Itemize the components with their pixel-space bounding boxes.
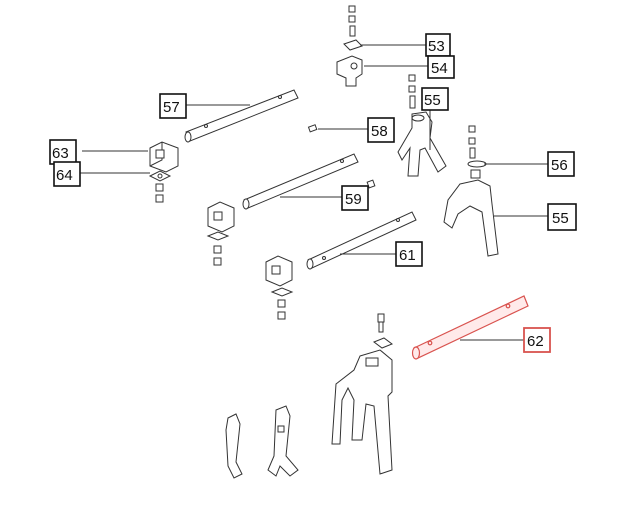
part-block-left-mid[interactable] — [206, 201, 235, 266]
callout-label: 53 — [428, 38, 445, 55]
part-bracket-54[interactable] — [336, 55, 363, 87]
callout-label: 56 — [551, 157, 568, 174]
callout-label: 58 — [371, 123, 388, 140]
leader-lines — [80, 44, 548, 341]
part-fork-55-lower[interactable] — [443, 125, 499, 257]
callout-61[interactable]: 61 — [395, 241, 423, 267]
callout-label: 63 — [52, 145, 69, 162]
part-washer-64[interactable] — [148, 170, 172, 203]
callout-64[interactable]: 64 — [53, 161, 81, 187]
callout-label: 61 — [399, 247, 416, 264]
callout-57[interactable]: 57 — [159, 93, 187, 119]
callout-59[interactable]: 59 — [341, 185, 369, 211]
callout-62[interactable]: 62 — [523, 327, 551, 353]
part-bolt-53[interactable] — [343, 5, 363, 51]
callout-label: 64 — [56, 167, 73, 184]
callout-55-lower[interactable]: 55 — [547, 203, 577, 231]
callout-55-upper[interactable]: 55 — [421, 87, 449, 111]
part-fork-small[interactable] — [267, 405, 299, 477]
part-fork-55-upper[interactable] — [397, 74, 447, 177]
part-shaft-57[interactable] — [184, 89, 299, 143]
callout-label: 59 — [345, 191, 362, 208]
part-pin-59b[interactable] — [366, 179, 376, 189]
callout-63[interactable]: 63 — [49, 139, 77, 165]
part-block-63[interactable] — [149, 141, 179, 173]
part-shaft-59[interactable] — [242, 153, 359, 210]
callout-56[interactable]: 56 — [547, 151, 575, 177]
callout-54[interactable]: 54 — [427, 55, 455, 79]
part-bolt-bottom[interactable] — [372, 313, 394, 349]
part-shaft-61[interactable] — [306, 211, 417, 270]
callout-label: 62 — [527, 333, 544, 350]
part-pin-58[interactable] — [307, 124, 318, 133]
callout-label: 55 — [424, 92, 441, 109]
part-fork-large[interactable] — [331, 349, 393, 475]
callout-58[interactable]: 58 — [367, 117, 395, 143]
callout-53[interactable]: 53 — [425, 33, 451, 57]
part-shaft-62[interactable] — [411, 295, 529, 360]
part-block-center[interactable] — [265, 255, 294, 320]
part-rail-bottom-left[interactable] — [225, 413, 243, 479]
callout-label: 57 — [163, 99, 180, 116]
callout-label: 55 — [552, 210, 569, 227]
callout-label: 54 — [431, 60, 448, 77]
